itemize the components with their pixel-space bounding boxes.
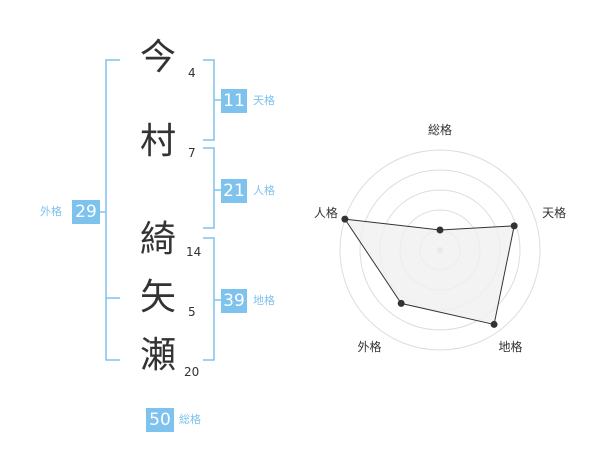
gaikaku-label: 外格 — [40, 205, 62, 218]
chikaku-value: 39 — [221, 289, 247, 313]
name-char-4: 矢 — [139, 277, 176, 318]
radar-point — [341, 215, 349, 223]
jinkaku-bracket — [203, 147, 215, 229]
stroke-count-2: 7 — [188, 146, 196, 160]
stroke-count-4: 5 — [188, 305, 196, 319]
stroke-count-1: 4 — [188, 66, 196, 80]
chikaku-label: 地格 — [253, 294, 275, 307]
stroke-count-5: 20 — [184, 365, 200, 379]
tenkaku-label: 天格 — [253, 94, 275, 107]
radar-point — [490, 320, 498, 328]
tenkaku-value: 11 — [221, 89, 247, 113]
radar-axis-label: 外格 — [357, 339, 381, 354]
name-char-1: 今 — [139, 37, 176, 78]
name-char-5: 瀬 — [139, 335, 176, 376]
radar-axis-label: 人格 — [314, 205, 338, 220]
radar-point — [510, 222, 518, 230]
radar-point — [436, 226, 444, 234]
jinkaku-value: 21 — [221, 179, 247, 203]
jinkaku-label: 人格 — [253, 184, 275, 197]
radar-series-area — [343, 218, 515, 326]
radar-grid-ring — [359, 169, 521, 331]
radar-axis-label: 総格 — [428, 122, 452, 137]
radar-point — [397, 299, 405, 307]
gaikaku-bracket — [105, 59, 120, 361]
gaikaku-value: 29 — [72, 200, 100, 224]
soukaku-value: 50 — [146, 408, 174, 432]
name-char-3: 綺 — [139, 219, 176, 260]
name-char-2: 村 — [139, 121, 176, 162]
radar-axis-label: 天格 — [542, 205, 566, 220]
radar-axis-label: 地格 — [499, 339, 523, 354]
soukaku-label: 総格 — [179, 413, 201, 426]
chikaku-bracket — [203, 237, 215, 361]
stroke-count-3: 14 — [186, 245, 202, 259]
radar-grid-ring — [339, 149, 541, 351]
